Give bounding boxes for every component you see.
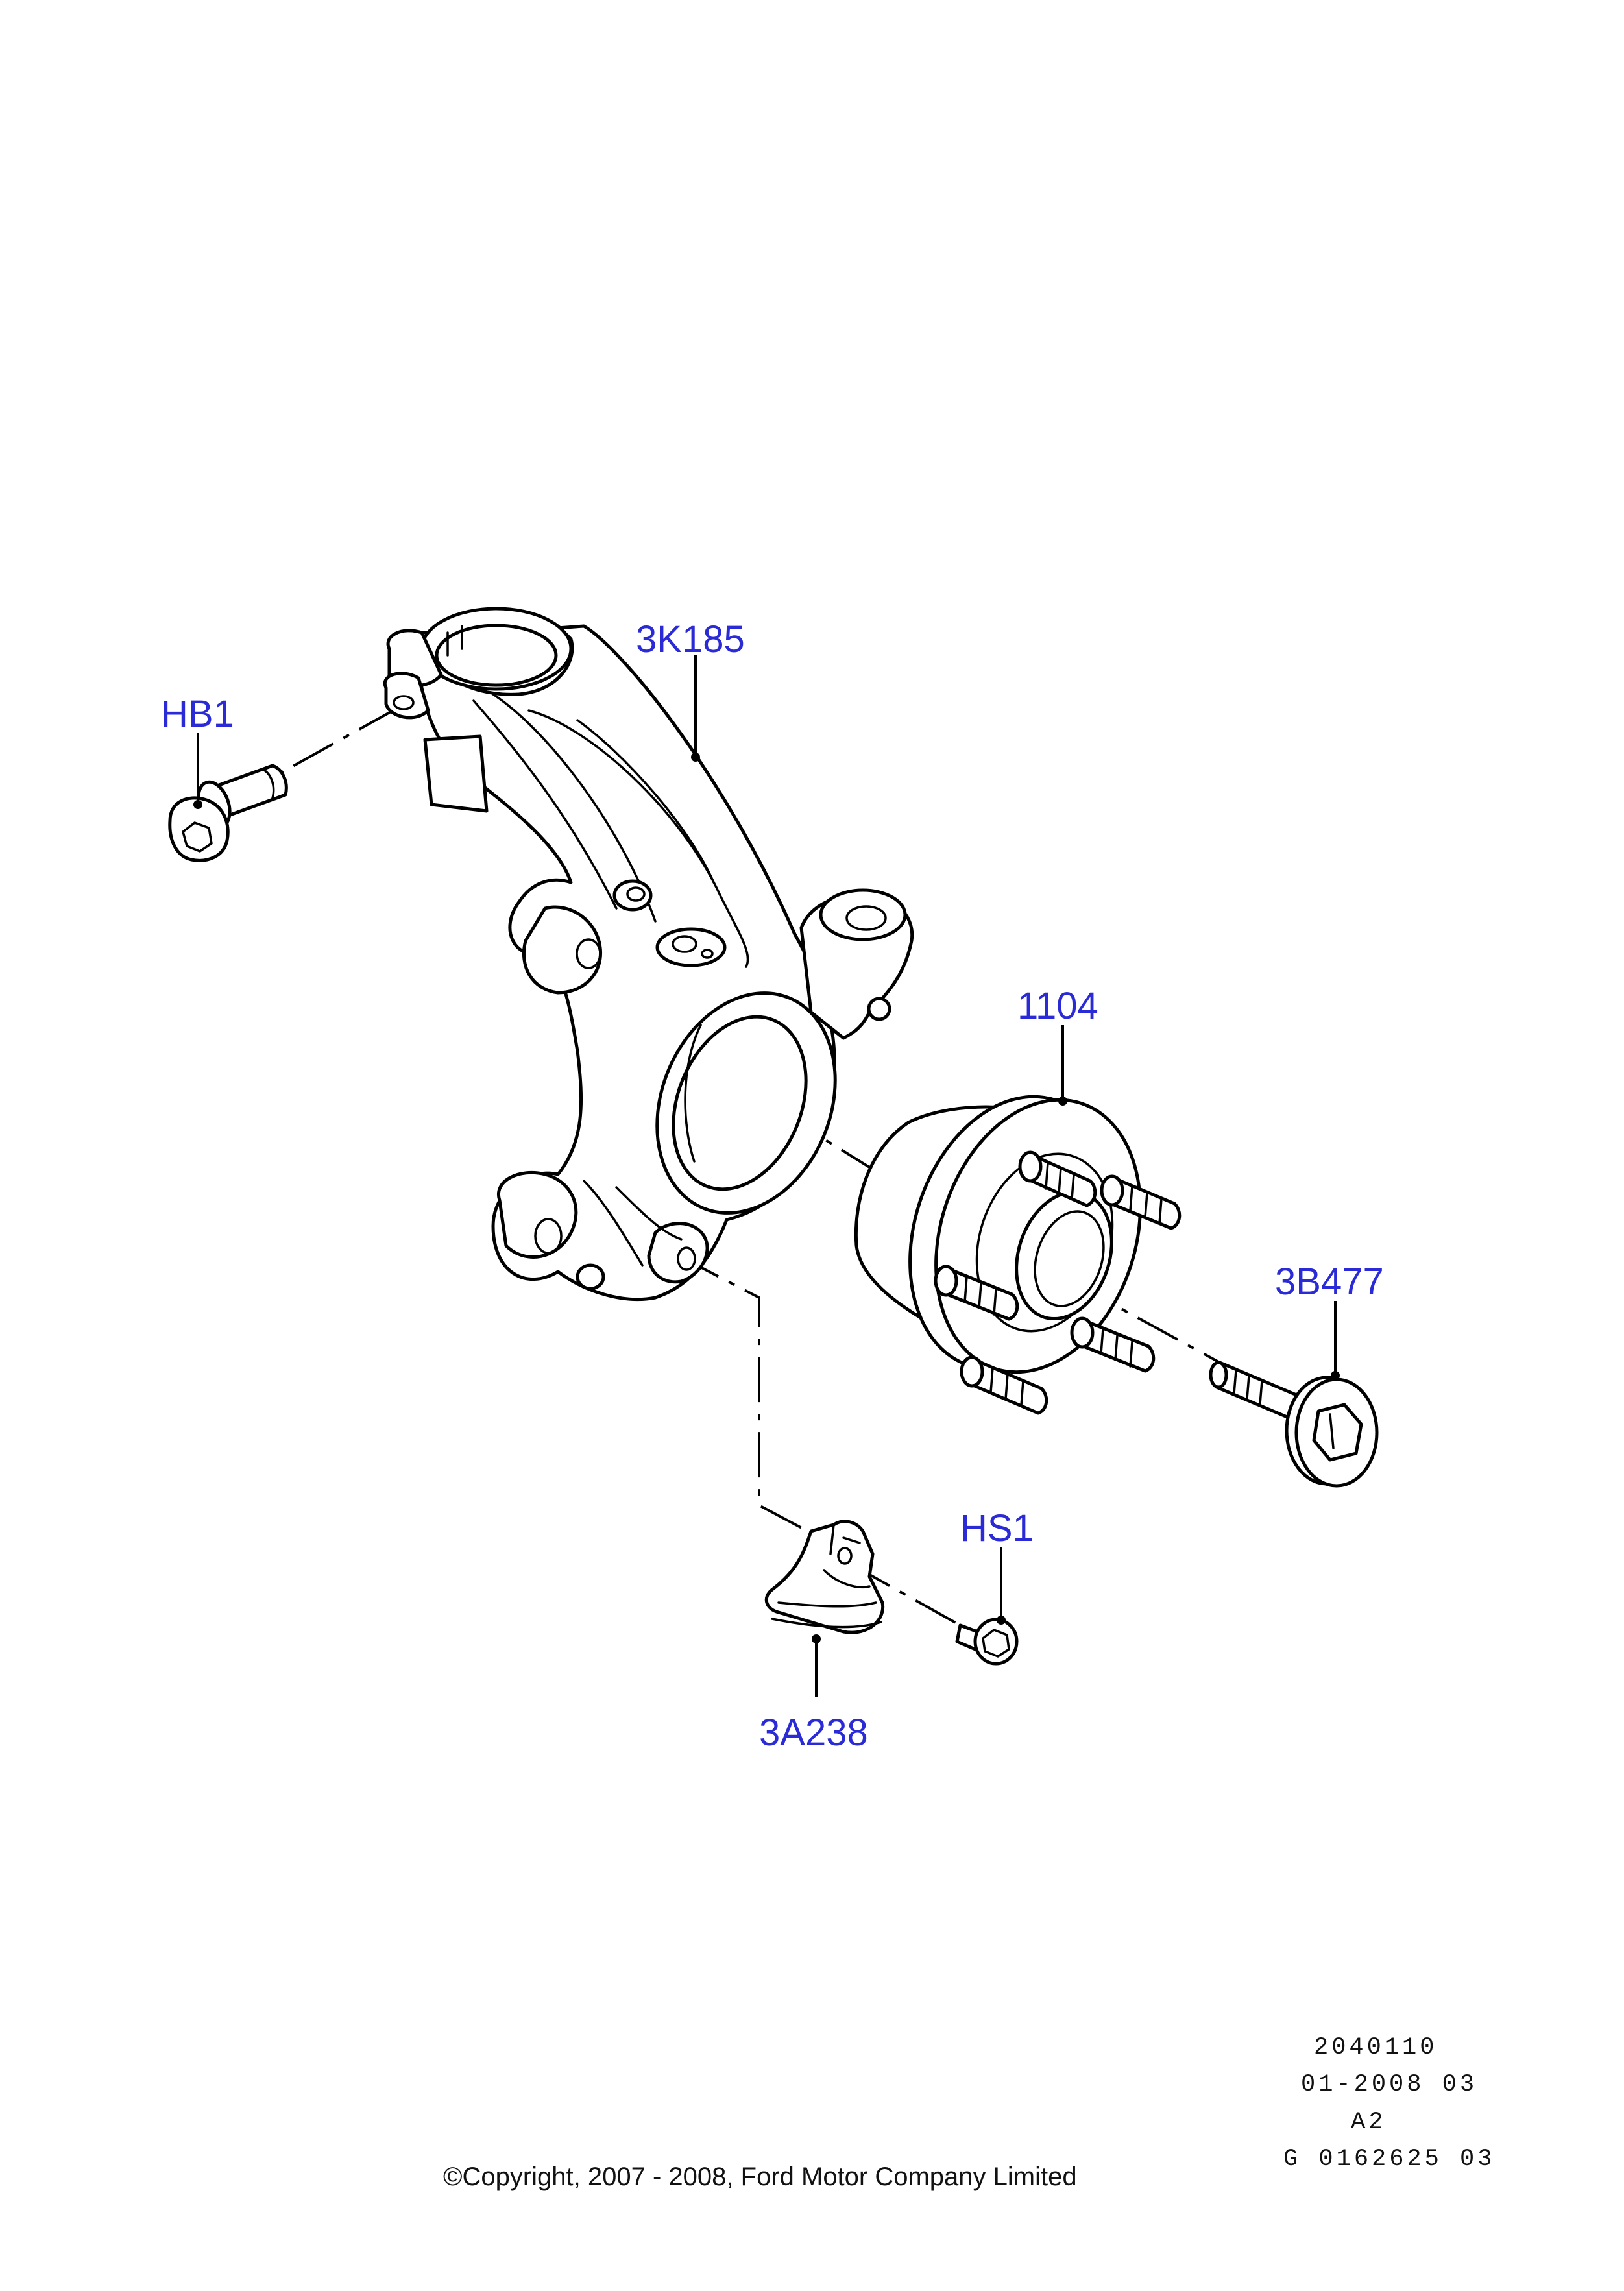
flange-bolt-hb1-part: [168, 764, 288, 862]
copyright-notice: ©Copyright, 2007 - 2008, Ford Motor Comp…: [443, 2163, 1077, 2191]
callout-leaders: [193, 655, 1340, 1697]
shield-bolt-hs1-part: [955, 1618, 1019, 1666]
reference-date: 01-2008 03: [1301, 2071, 1477, 2098]
reference-revision: A2: [1351, 2109, 1386, 2136]
callout-hs1: HS1: [960, 1507, 1034, 1549]
reference-drawing-number: G 0162625 03: [1283, 2146, 1495, 2173]
callout-3k185: 3K185: [636, 618, 745, 661]
hub-bolt-3b477-part: [1209, 1361, 1379, 1488]
callout-1104: 1104: [1017, 985, 1098, 1027]
brake-shield-3a238-part: [764, 1520, 885, 1634]
callout-3a238: 3A238: [759, 1712, 868, 1754]
callout-hb1: HB1: [161, 693, 234, 735]
reference-code: 2040110: [1314, 2034, 1437, 2061]
wheel-hub-part: [854, 1095, 1182, 1415]
reference-block: 2040110 01-2008 03 A2 G 0162625 03: [1283, 2034, 1495, 2173]
steering-knuckle-part: [383, 607, 914, 1302]
callout-3b477: 3B477: [1275, 1261, 1384, 1303]
